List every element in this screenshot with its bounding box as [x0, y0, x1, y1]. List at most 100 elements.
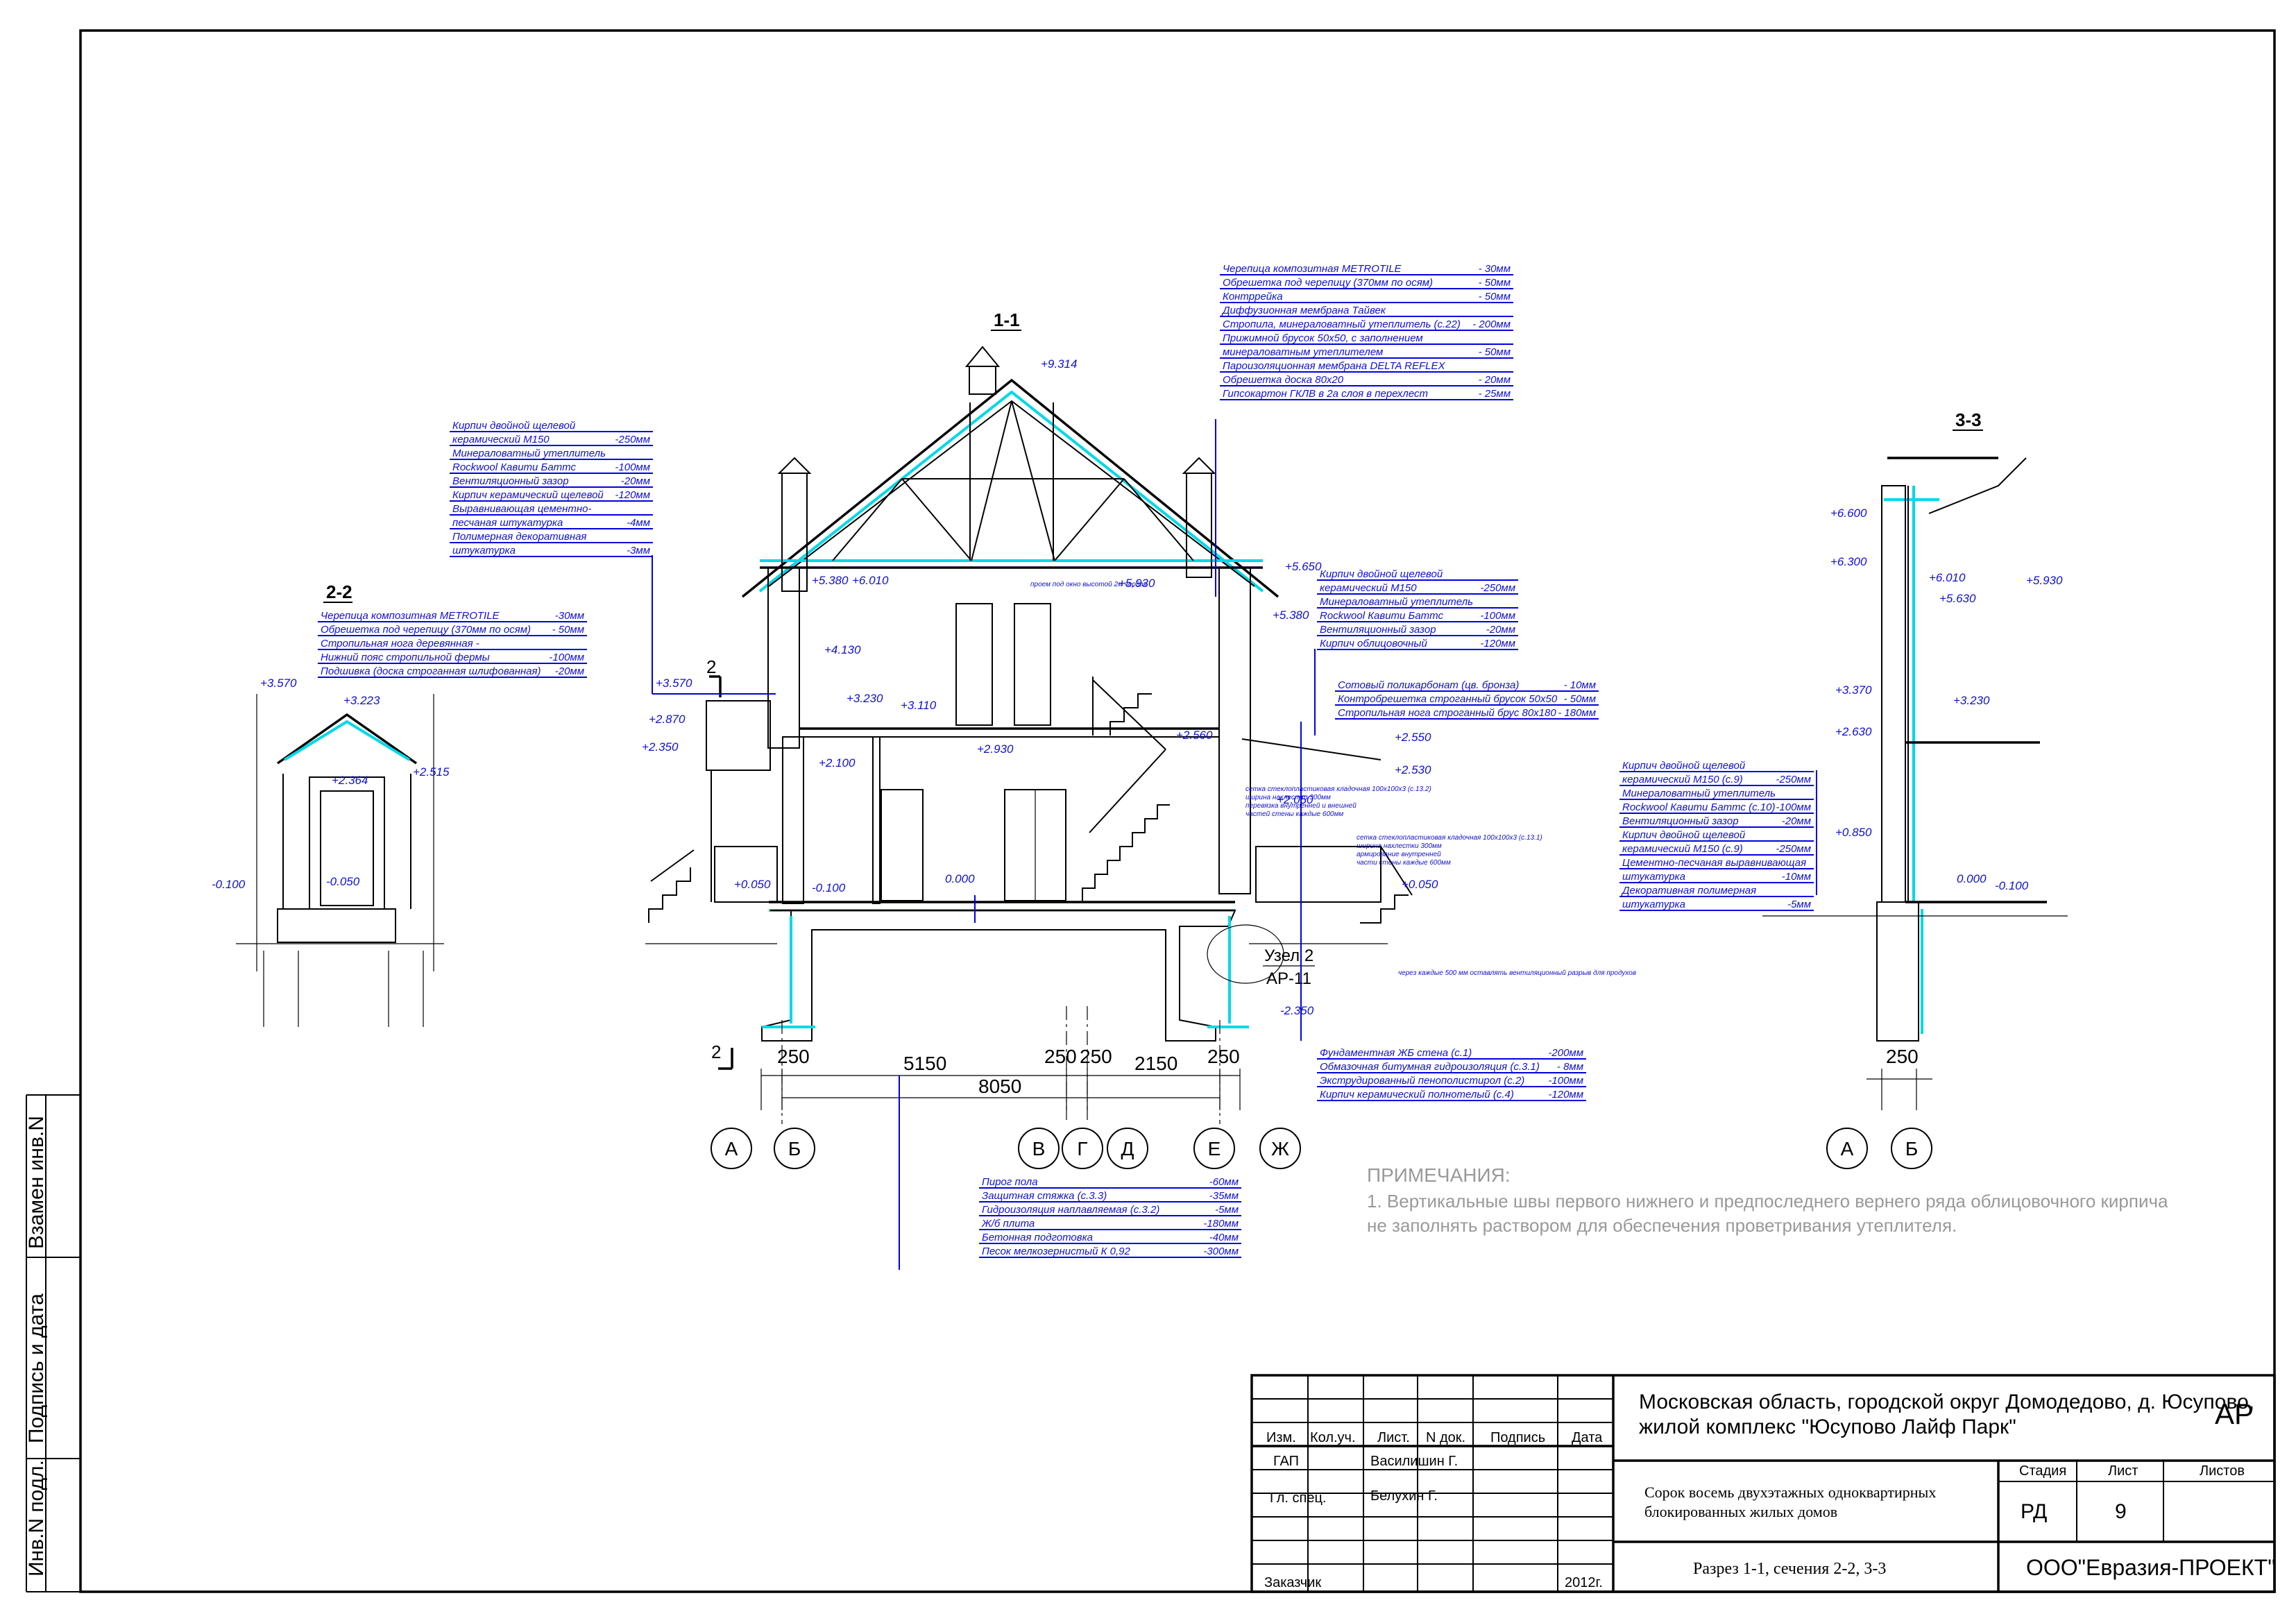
tb-sheets-label: Листов — [2200, 1463, 2245, 1479]
layer-name: Обрешетка доска 80х20 — [1223, 374, 1344, 386]
tb-object-line-2: блокированных жилых домов — [1644, 1503, 1837, 1520]
tb-row-gap-name: Василишин Г. — [1370, 1454, 1458, 1469]
layer-thickness: - 20мм — [1479, 374, 1511, 386]
elevation: -0.050 — [326, 875, 360, 888]
layer-thickness: -40мм — [1209, 1232, 1239, 1243]
layer-name: Контррейка — [1223, 291, 1283, 303]
layer-name: Черепица композитная METROTILE — [321, 610, 500, 622]
layer-name: Кирпич двойной щелевой — [452, 420, 576, 432]
layer-thickness: -250мм — [1776, 843, 1811, 855]
layer-thickness: -250мм — [615, 434, 650, 445]
tb-stage-label: Стадия — [2019, 1463, 2066, 1479]
tb-drawing-title: Разрез 1-1, сечения 2-2, 3-3 — [1693, 1560, 1886, 1578]
note-reinforce: сетка стеклопластиковая кладочная 100х10… — [1357, 834, 1542, 842]
layer-thickness: - 30мм — [1479, 263, 1511, 275]
annotation-polycarbonate-layers: Сотовый поликарбонат (цв. бронза)- 10ммК… — [1335, 679, 1599, 720]
layer-thickness: -200мм — [1548, 1047, 1583, 1059]
layer-name: Ж/б плита — [981, 1218, 1035, 1230]
elevation: -0.100 — [212, 878, 246, 891]
layer-name: керамический М150 — [452, 434, 550, 445]
tb-col-ndok: N док. — [1426, 1430, 1465, 1445]
elevation: +5.380 — [812, 574, 849, 587]
tb-project-line-2: жилой комплекс "Юсупово Лайф Парк" — [1639, 1416, 2016, 1438]
axis-label: Б — [1905, 1138, 1918, 1159]
layer-thickness: - 50мм — [1564, 693, 1596, 705]
layer-thickness: -100мм — [615, 461, 650, 473]
tb-year: 2012г. — [1565, 1575, 1603, 1590]
tb-col-data: Дата — [1572, 1430, 1603, 1445]
elevation: +5.630 — [1939, 592, 1976, 605]
axis-markers-1-1: А Б В Г Д Е Ж — [711, 1128, 1301, 1169]
elevation: +3.223 — [343, 694, 380, 707]
elevation: +2.050 — [1277, 793, 1313, 806]
tb-row-spec-name: Белухин Г. — [1370, 1488, 1438, 1504]
margin-inv: Инв.N подл. — [25, 1460, 48, 1577]
elevation: +0.050 — [734, 878, 771, 891]
axis-label: А — [1841, 1138, 1854, 1159]
section-1-1-drawing: Узел 2 АР-11 — [645, 346, 1413, 1124]
leader-lines — [652, 419, 1817, 1041]
annotation-canopy-layers: Черепица композитная METROTILE-30ммОбреш… — [318, 610, 587, 678]
elevation: +2.930 — [977, 742, 1014, 756]
layer-thickness: - 180мм — [1558, 707, 1596, 719]
elevation: +0.050 — [1402, 878, 1438, 891]
section-title-2-2: 2-2 — [326, 581, 352, 602]
note-window: проем под окно высотой 2м чердак — [1030, 581, 1148, 588]
tb-col-podpis: Подпись — [1490, 1430, 1545, 1445]
tb-row-spec: Гл. спец. — [1270, 1490, 1326, 1506]
layer-name: Кирпич керамический щелевой — [452, 489, 604, 501]
layer-name: Пирог пола — [982, 1176, 1038, 1188]
layer-name: Песок мелкозернистый К 0,92 — [982, 1246, 1130, 1257]
tb-code: АР — [2215, 1397, 2254, 1430]
tb-project-line-1: Московская область, городской округ Домо… — [1639, 1391, 2254, 1413]
layer-name: Выравнивающая цементно- — [452, 503, 591, 515]
elevation-labels: +9.314 +5.650 +5.380 +6.010 +5.930 +5.38… — [212, 357, 2063, 1017]
elevation: +2.530 — [1395, 763, 1431, 776]
layer-thickness: -120мм — [1548, 1089, 1583, 1101]
elevation: +2.350 — [642, 740, 679, 754]
elevation: -2.350 — [1280, 1004, 1314, 1017]
notes-title: ПРИМЕЧАНИЯ: — [1367, 1164, 1511, 1186]
axis-label: А — [725, 1138, 738, 1159]
cut-marker-top: 2 — [706, 656, 716, 677]
layer-name: Пароизоляционная мембрана DELTA REFLEX — [1223, 360, 1446, 372]
elevation: +2.560 — [1176, 729, 1213, 742]
layer-name: Стропильная нога строганный брус 80х180 — [1338, 707, 1556, 719]
elevation: +4.130 — [824, 643, 861, 656]
tb-row-customer: Заказчик — [1264, 1575, 1321, 1590]
layer-thickness: -20мм — [1782, 815, 1811, 827]
section-3-3-drawing: 250 А Б — [1762, 457, 2068, 1169]
elevation: +6.300 — [1830, 555, 1867, 568]
note-reinforce: ширина нахлестки 300мм — [1245, 794, 1331, 801]
elevation: +9.314 — [1041, 357, 1077, 371]
layer-name: Минераловатный утеплитель — [1622, 788, 1776, 799]
elevation: 0.000 — [1957, 872, 1987, 885]
layer-name: Вентиляционный зазор — [452, 475, 569, 487]
layer-thickness: -300мм — [1203, 1246, 1239, 1257]
elevation: +3.570 — [656, 677, 692, 690]
elevation: +6.010 — [852, 574, 889, 587]
cut-markers: 2 2 — [706, 656, 733, 1070]
note-reinforce: частей стены каждые 600мм — [1245, 810, 1343, 818]
note-reinforce: армирование внутренней — [1357, 851, 1441, 858]
section-title-3-3: 3-3 — [1955, 409, 1982, 430]
sheet-frame: Взамен инв.N Подпись и дата Инв.N подл. — [25, 29, 2276, 1593]
layer-thickness: -20мм — [621, 475, 650, 487]
layer-thickness: -5мм — [1787, 899, 1811, 910]
layer-name: Кирпич двойной щелевой — [1622, 829, 1746, 841]
layer-thickness: -120мм — [615, 489, 650, 501]
elevation: +2.550 — [1395, 731, 1431, 744]
section-title-1-1: 1-1 — [994, 309, 1020, 330]
layer-name: Сотовый поликарбонат (цв. бронза) — [1338, 679, 1519, 691]
notes-line-1: 1. Вертикальные швы первого нижнего и пр… — [1367, 1191, 2168, 1212]
layer-thickness: -100мм — [1480, 610, 1515, 622]
section-2-2-drawing — [236, 694, 444, 1027]
notes-line-2: не заполнять раствором для обеспечения п… — [1367, 1215, 1957, 1236]
layer-thickness: - 10мм — [1564, 679, 1596, 691]
elevation: +3.110 — [901, 699, 937, 712]
layer-thickness: -3мм — [627, 545, 650, 556]
note-reinforce: ширина нахлестки 300мм — [1357, 842, 1442, 850]
layer-thickness: -20мм — [1486, 624, 1515, 636]
